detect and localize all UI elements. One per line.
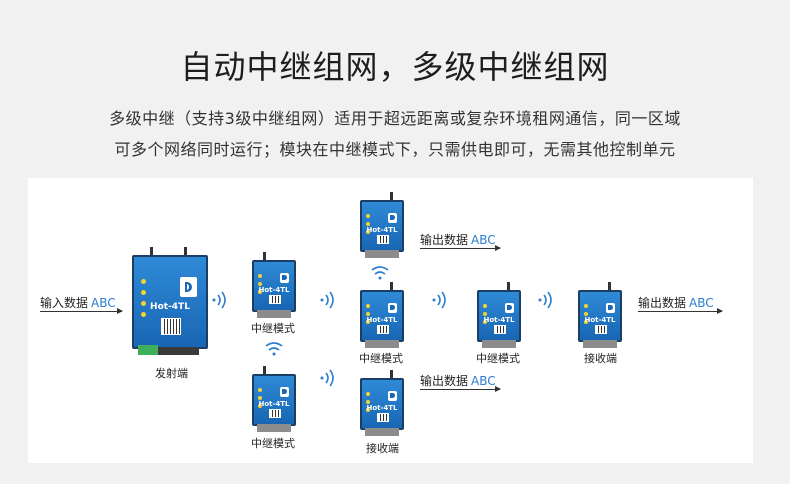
relay-caption-1: 中继模式 [251, 322, 295, 335]
wireless-signal-icon [265, 342, 283, 356]
qr-code-icon [377, 234, 389, 245]
wireless-signal-icon [538, 291, 552, 309]
description-line-1: 多级中继（支持3级中继组网）适用于超远距离或复杂环境租网通信，同一区域 [109, 109, 681, 128]
antenna-icon [389, 282, 393, 294]
output-abc: ABC [471, 374, 496, 388]
qr-code-icon [269, 408, 281, 419]
device-model-label: Hot-4TL [366, 226, 398, 234]
hd-logo-icon [387, 212, 398, 224]
receiver-caption-mid: 接收端 [584, 352, 617, 365]
antenna-icon [262, 366, 266, 378]
receiver-device-bottom: Hot-4TL [360, 370, 404, 436]
input-arrow [40, 308, 123, 314]
antenna-icon [506, 282, 510, 294]
device-model-label: Hot-4TL [584, 316, 616, 324]
relay-device-4: Hot-4TL [477, 282, 521, 348]
wireless-signal-icon [320, 291, 334, 309]
description-line-2: 可多个网络同时运行；模块在中继模式下，只需供电即可，无需其他控制单元 [114, 140, 676, 159]
relay-caption-2: 中继模式 [251, 437, 295, 450]
antenna-icon [150, 247, 154, 259]
relay-caption-4: 中继模式 [476, 352, 520, 365]
device-model-label: Hot-4TL [366, 404, 398, 412]
hd-logo-icon [180, 276, 198, 297]
output-text: 输出数据 [638, 296, 687, 310]
output-abc: ABC [689, 296, 714, 310]
device-model-label: Hot-4TL [258, 400, 290, 408]
led-indicators [141, 278, 147, 323]
relay-caption-3: 中继模式 [359, 352, 403, 365]
device-body: Hot-4TL [132, 255, 208, 349]
antenna-icon [183, 247, 187, 259]
input-text: 输入数据 [40, 296, 89, 310]
device-model-label: Hot-4TL [150, 302, 190, 312]
terminal-block [138, 345, 158, 355]
qr-code-icon [494, 324, 506, 335]
antenna-icon [389, 192, 393, 204]
page-title: 自动中继组网，多级中继组网 [180, 48, 610, 86]
device-model-label: Hot-4TL [366, 316, 398, 324]
receiver-device-mid: Hot-4TL [578, 282, 622, 348]
hd-logo-icon [504, 302, 515, 314]
hd-logo-icon [605, 302, 616, 314]
wireless-signal-icon [432, 291, 446, 309]
wireless-signal-icon [371, 266, 389, 280]
device-model-label: Hot-4TL [258, 286, 290, 294]
sender-device: Hot-4TL [132, 247, 208, 355]
output-arrow-right [638, 308, 723, 314]
output-arrow-bottom [420, 386, 501, 392]
relay-device-1: Hot-4TL [252, 252, 296, 318]
qr-code-icon [161, 318, 181, 335]
output-abc: ABC [471, 233, 496, 247]
device-base [141, 347, 199, 355]
output-text: 输出数据 [420, 374, 469, 388]
output-text: 输出数据 [420, 233, 469, 247]
antenna-icon [262, 252, 266, 264]
antenna-icon [607, 282, 611, 294]
hd-logo-icon [279, 386, 290, 398]
qr-code-icon [377, 324, 389, 335]
sender-caption: 发射端 [155, 367, 188, 380]
wireless-signal-icon [212, 291, 226, 309]
receiver-device-top: Hot-4TL [360, 192, 404, 258]
output-arrow-top [420, 245, 501, 251]
qr-code-icon [269, 294, 281, 305]
antenna-icon [389, 370, 393, 382]
wireless-signal-icon [320, 369, 334, 387]
hd-logo-icon [387, 302, 398, 314]
device-model-label: Hot-4TL [483, 316, 515, 324]
input-abc: ABC [91, 296, 116, 310]
receiver-caption-bottom: 接收端 [366, 442, 399, 455]
relay-device-2: Hot-4TL [252, 366, 296, 432]
relay-device-3: Hot-4TL [360, 282, 404, 348]
hd-logo-icon [387, 390, 398, 402]
qr-code-icon [595, 324, 607, 335]
hd-logo-icon [279, 272, 290, 284]
qr-code-icon [377, 412, 389, 423]
